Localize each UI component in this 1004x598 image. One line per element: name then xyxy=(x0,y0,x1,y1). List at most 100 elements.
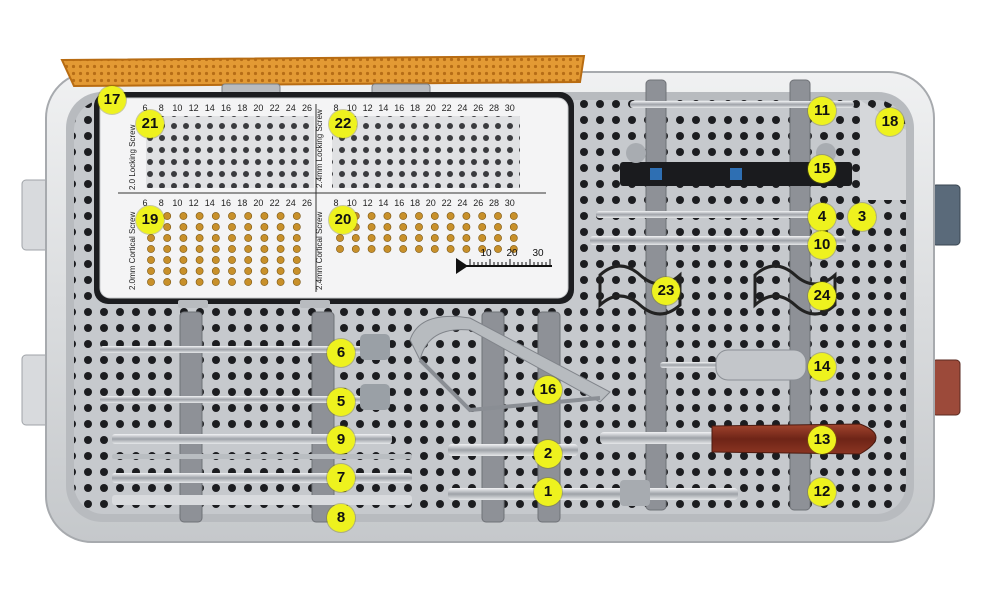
cortical-20-screw-head xyxy=(211,267,220,275)
cortical-20-screw-head xyxy=(260,234,269,242)
cortical-24-screw-head xyxy=(446,223,455,231)
callout-marker-6: 6 xyxy=(327,339,355,367)
cortical-20-screw-head xyxy=(195,267,204,275)
cortical-20-screw-head xyxy=(195,212,204,220)
callout-marker-19: 19 xyxy=(136,206,164,234)
cortical-24-screw-head xyxy=(399,212,408,220)
scale-lower-right-12: 12 xyxy=(363,198,373,208)
cortical-20-screw-head xyxy=(179,212,188,220)
cortical-20-screw-head xyxy=(276,278,285,286)
orange-lid xyxy=(60,54,586,97)
cortical-24-screw-head xyxy=(494,212,502,220)
right-instruments xyxy=(590,101,877,455)
cortical-20-screw-head xyxy=(195,223,204,231)
scale-upper-left-14: 14 xyxy=(205,103,215,113)
scale-lower-left-16: 16 xyxy=(221,198,231,208)
cortical-20-screw-head xyxy=(179,245,188,253)
cortical-24-screw-head xyxy=(509,245,518,253)
scale-lower-right-24: 24 xyxy=(457,198,467,208)
cortical-24-screw-head xyxy=(383,234,392,242)
cortical-20-screw-head xyxy=(211,256,220,264)
cortical-20-screw-head xyxy=(179,267,188,275)
cortical-24-screw-head xyxy=(430,234,439,242)
callout-marker-9: 9 xyxy=(327,426,355,454)
cortical-20-screw-head xyxy=(244,256,253,264)
cortical-24-screw-head xyxy=(336,245,344,253)
cortical-20-screw-head xyxy=(260,212,269,220)
scale-upper-right-18: 18 xyxy=(410,103,420,113)
scale-lower-left-10: 10 xyxy=(172,198,182,208)
scale-upper-left-16: 16 xyxy=(221,103,231,113)
cortical-24-screw-head xyxy=(430,212,439,220)
callout-marker-10: 10 xyxy=(808,231,836,259)
callout-marker-12: 12 xyxy=(808,478,836,506)
scale-lower-left-6: 6 xyxy=(142,198,147,208)
cortical-24-screw-head xyxy=(367,245,376,253)
scale-lower-left-20: 20 xyxy=(253,198,263,208)
cortical-20-screw-head xyxy=(292,278,301,286)
scale-upper-right-22: 22 xyxy=(442,103,452,113)
cortical-20-screw-head xyxy=(179,256,188,264)
cortical-20-screw-head xyxy=(292,234,301,242)
callout-marker-24: 24 xyxy=(808,282,836,310)
scale-lower-right-10: 10 xyxy=(347,198,357,208)
cortical-24-screw-head xyxy=(446,234,455,242)
scale-upper-right-12: 12 xyxy=(363,103,373,113)
cortical-20-screw-head xyxy=(147,245,155,253)
cortical-20-screw-head xyxy=(228,223,236,231)
cortical-20-screw-head xyxy=(292,267,301,275)
scale-lower-right-26: 26 xyxy=(473,198,483,208)
cortical-24-screw-head xyxy=(367,234,376,242)
cortical-24-screw-head xyxy=(509,223,518,231)
cortical-20-screw-head xyxy=(179,234,188,242)
cortical-20-screw-head xyxy=(228,234,236,242)
cortical-24-screw-head xyxy=(383,245,392,253)
scale-upper-left-12: 12 xyxy=(189,103,199,113)
callout-marker-16: 16 xyxy=(534,376,562,404)
scale-lower-left-24: 24 xyxy=(286,198,296,208)
callout-marker-20: 20 xyxy=(329,206,357,234)
scale-lower-left-12: 12 xyxy=(189,198,199,208)
cortical-24-screw-head xyxy=(430,223,439,231)
scale-upper-right-26: 26 xyxy=(473,103,483,113)
cortical-24-screw-head xyxy=(383,223,392,231)
callout-marker-13: 13 xyxy=(808,426,836,454)
callout-marker-14: 14 xyxy=(808,353,836,381)
callout-marker-4: 4 xyxy=(808,203,836,231)
scale-lower-left-14: 14 xyxy=(205,198,215,208)
cortical-24-screw-head xyxy=(478,223,487,231)
cortical-20-screw-head xyxy=(147,234,155,242)
cortical-20-screw-head xyxy=(147,256,155,264)
scale-lower-right-14: 14 xyxy=(378,198,388,208)
cortical-20-screw-head xyxy=(244,223,253,231)
callout-marker-2: 2 xyxy=(534,440,562,468)
callout-marker-3: 3 xyxy=(848,203,876,231)
cortical-20-screw-head xyxy=(195,234,204,242)
label-2-4-locking-screw: 2.4mm Locking Screw xyxy=(315,109,324,188)
cortical-20-screw-head xyxy=(147,267,155,275)
cortical-24-screw-head xyxy=(415,234,423,242)
gauge-label-10: 10 xyxy=(480,248,492,259)
cortical-24-screw-head xyxy=(415,245,423,253)
cortical-20-screw-head xyxy=(228,256,236,264)
cortical-24-screw-head xyxy=(336,234,344,242)
cortical-20-screw-head xyxy=(195,245,204,253)
scale-upper-left-26: 26 xyxy=(302,103,312,113)
left-instruments xyxy=(100,334,412,505)
cortical-24-screw-head xyxy=(462,212,471,220)
cortical-20-screw-head xyxy=(292,223,301,231)
scale-upper-right-16: 16 xyxy=(394,103,404,113)
scale-lower-right-16: 16 xyxy=(394,198,404,208)
cortical-24-screw-head xyxy=(494,223,502,231)
label-2-4-cortical-screw: 2.4mm Cortical Screw xyxy=(315,212,324,290)
scale-upper-right-24: 24 xyxy=(457,103,467,113)
cortical-24-screw-head xyxy=(415,212,423,220)
scale-upper-left-22: 22 xyxy=(270,103,280,113)
cortical-24-screw-head xyxy=(462,245,471,253)
cortical-20-screw-head xyxy=(163,256,172,264)
cortical-20-screw-head xyxy=(276,234,285,242)
cortical-24-screw-head xyxy=(446,245,455,253)
callout-marker-18: 18 xyxy=(876,108,904,136)
